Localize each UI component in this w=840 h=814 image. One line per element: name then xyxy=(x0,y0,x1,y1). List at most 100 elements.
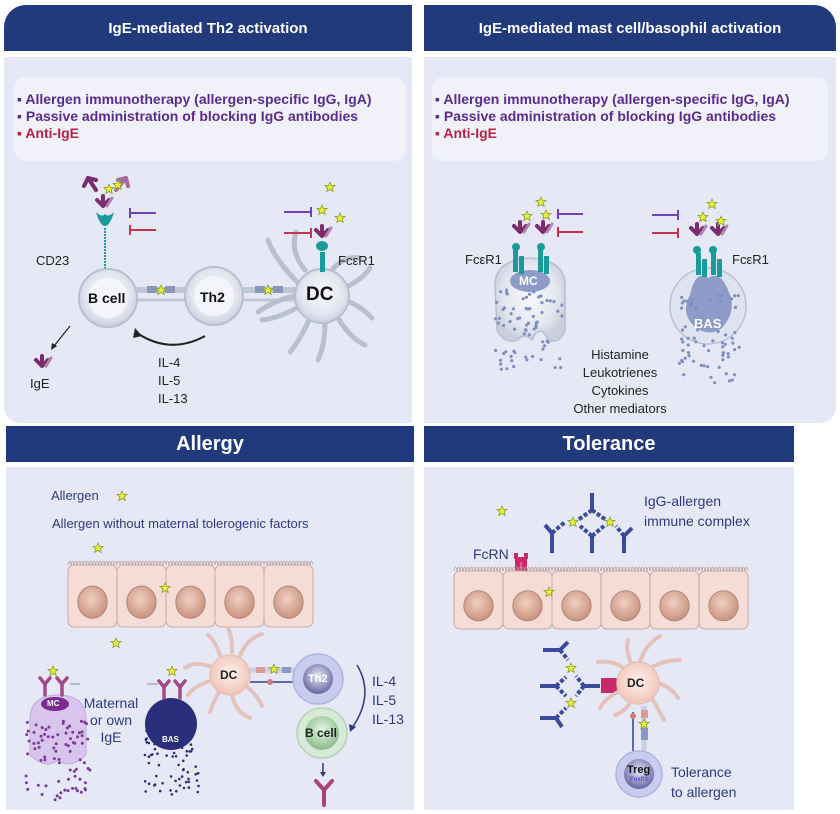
granule-dot xyxy=(683,325,688,329)
header-allergy-title: Allergy xyxy=(176,432,244,455)
granule-dot xyxy=(525,358,529,362)
intervention-allergen-immunotherapy: ▪ Allergen immunotherapy (allergen-speci… xyxy=(17,91,372,107)
granule-dot xyxy=(512,364,516,369)
granule-dot xyxy=(680,358,684,362)
allergen-icon xyxy=(565,697,577,708)
granule-dot xyxy=(145,725,148,729)
granule-dot xyxy=(730,336,734,340)
granule-dot xyxy=(147,782,151,785)
granule-dot xyxy=(727,379,732,383)
granule-dot xyxy=(513,327,517,331)
granule-dot xyxy=(493,317,498,321)
granule-dot xyxy=(54,742,58,746)
basophil-allergy xyxy=(145,698,197,750)
granule-dot xyxy=(158,789,162,793)
granule-dot xyxy=(686,343,690,347)
granule-dot xyxy=(733,294,737,298)
granule-dot xyxy=(165,754,168,757)
granule-dot xyxy=(524,295,529,299)
granule-dot xyxy=(79,719,83,723)
granule-dot xyxy=(68,749,72,753)
inhibitor-bars-dc xyxy=(284,207,312,238)
granule-dot xyxy=(170,793,174,796)
granule-dot xyxy=(147,755,151,758)
granule-dot xyxy=(181,725,185,729)
granule-dot xyxy=(58,796,62,800)
granule-dot xyxy=(68,724,72,728)
granule-dot xyxy=(176,743,179,746)
granule-dot xyxy=(188,750,191,753)
fcer1-receptor-dc-icon xyxy=(316,241,328,272)
granule-dot xyxy=(157,763,161,767)
granule-dot xyxy=(724,372,728,376)
allergy-subtitle: Allergen without maternal tolerogenic fa… xyxy=(52,516,309,531)
header-tolerance-title: Tolerance xyxy=(562,432,656,455)
granule-dot xyxy=(40,738,44,742)
ige-crosslinked-icon xyxy=(82,176,130,208)
granule-dot xyxy=(721,353,725,357)
granule-dot xyxy=(159,726,162,729)
cd23-receptor-icon xyxy=(96,212,114,270)
granule-dot xyxy=(175,731,179,734)
intervention-anti-ige: ▪ Anti-IgE xyxy=(435,125,497,141)
granule-dot xyxy=(69,737,72,741)
granule-dot xyxy=(686,351,691,355)
granule-dot xyxy=(677,361,682,365)
granule-dot xyxy=(26,752,30,756)
granule-dot xyxy=(702,344,706,348)
cytokine-arrow-allergy-icon xyxy=(349,664,366,732)
granule-dot xyxy=(158,728,162,732)
granule-dot xyxy=(553,365,557,370)
intervention-text: Allergen immunotherapy (allergen-specifi… xyxy=(443,91,790,107)
granule-dot xyxy=(531,354,535,359)
mediator-cytokines: Cytokines xyxy=(591,383,649,398)
label-maternal-ige: Maternal or own IgE xyxy=(76,695,146,746)
granule-dot xyxy=(26,729,30,733)
b-cell xyxy=(78,268,138,328)
granule-dot xyxy=(59,791,63,795)
granule-dot xyxy=(153,783,157,786)
cell-nucleus xyxy=(77,585,108,619)
header-th2-activation: IgE-mediated Th2 activation xyxy=(4,5,412,51)
granule-dot xyxy=(724,333,728,337)
granule-dot xyxy=(702,364,706,368)
granule-dot xyxy=(160,742,163,746)
cytokine-arrow-icon xyxy=(133,328,206,346)
granule-dot xyxy=(187,738,190,741)
granule-dot xyxy=(494,348,498,353)
granule-dot xyxy=(66,789,70,793)
label-treg: Treg xyxy=(627,764,651,776)
granule-dot xyxy=(710,322,714,327)
granule-dot xyxy=(511,307,516,311)
granule-dot xyxy=(32,742,36,745)
granule-dot xyxy=(166,721,169,725)
mast-cell-granules-allergy xyxy=(24,719,92,802)
label-immune-complex: IgG-allergen immune complex xyxy=(644,491,750,531)
label-dc: DC xyxy=(306,284,334,305)
granule-dot xyxy=(535,320,539,324)
igg-allergen-complex-icon xyxy=(543,493,634,553)
treg-cell xyxy=(615,750,663,798)
granule-dot xyxy=(64,743,68,746)
granule-dot xyxy=(53,798,57,802)
granule-dot xyxy=(526,321,531,325)
granule-dot xyxy=(43,732,46,736)
th2-cell xyxy=(184,266,244,326)
cell-nucleus xyxy=(273,585,304,619)
ige-receptors-mc-allergy-icon xyxy=(38,676,69,697)
granule-dot xyxy=(692,336,696,340)
granule-dot xyxy=(721,345,725,349)
granule-dot xyxy=(191,732,194,736)
intervention-text: Allergen immunotherapy (allergen-specifi… xyxy=(25,91,372,107)
granule-dot xyxy=(540,301,544,305)
granule-dot xyxy=(681,340,685,344)
granule-dot xyxy=(40,726,44,730)
synapse-bcell-th2 xyxy=(133,284,185,302)
granule-dot xyxy=(66,744,70,748)
inhibitor-bars-mc xyxy=(557,209,583,237)
header-allergy: Allergy xyxy=(6,426,414,462)
maternal-ige-line: IgE xyxy=(100,729,122,745)
granule-dot xyxy=(143,780,147,783)
granule-dot xyxy=(680,306,684,310)
label-dc-tolerance: DC xyxy=(627,676,645,690)
